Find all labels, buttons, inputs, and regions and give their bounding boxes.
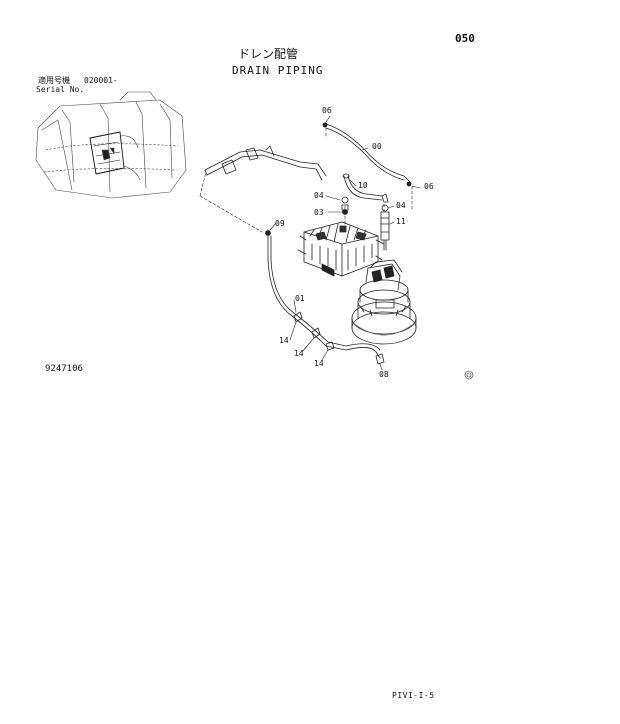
- serial-label: Serial No.: [36, 85, 85, 94]
- serial-number: 020001-: [84, 76, 118, 85]
- serial-label-japanese: 適用号機: [38, 76, 70, 85]
- callout-14-c: 14: [314, 359, 324, 368]
- callout-03: 03: [314, 208, 324, 217]
- swing-motor: [351, 259, 417, 345]
- leader-lines: [269, 115, 421, 371]
- page-title-japanese: ドレン配管: [238, 47, 299, 61]
- machine-overview-sketch: [35, 91, 187, 199]
- hose-01: [265, 230, 385, 365]
- callout-01: 01: [295, 294, 305, 303]
- control-valve: [297, 221, 385, 277]
- page-code: 050: [455, 32, 475, 45]
- callout-11: 11: [396, 217, 406, 226]
- callout-10: 10: [358, 181, 368, 190]
- reference-lines: [199, 127, 413, 233]
- callout-labels: 06 00 10 06 04 04 03 09 11 01 14 14 14 0…: [275, 106, 434, 379]
- callout-06-top: 06: [322, 106, 332, 115]
- callout-00: 00: [372, 142, 382, 151]
- hose-00: [322, 122, 412, 187]
- callout-04-left: 04: [314, 191, 324, 200]
- callout-06-right: 06: [424, 182, 434, 191]
- callout-09: 09: [275, 219, 285, 228]
- footer-code: PIVI-I-5: [392, 691, 435, 700]
- callout-14-b: 14: [294, 349, 304, 358]
- callout-14-a: 14: [279, 336, 289, 345]
- drain-tube-upper: [204, 145, 327, 181]
- figure-number: 9247106: [45, 364, 83, 374]
- callout-08: 08: [379, 370, 389, 379]
- circle-mark-icon: [464, 370, 474, 380]
- pipe-10: [342, 173, 389, 203]
- page-title: DRAIN PIPING: [232, 64, 324, 77]
- callout-04-right: 04: [396, 201, 406, 210]
